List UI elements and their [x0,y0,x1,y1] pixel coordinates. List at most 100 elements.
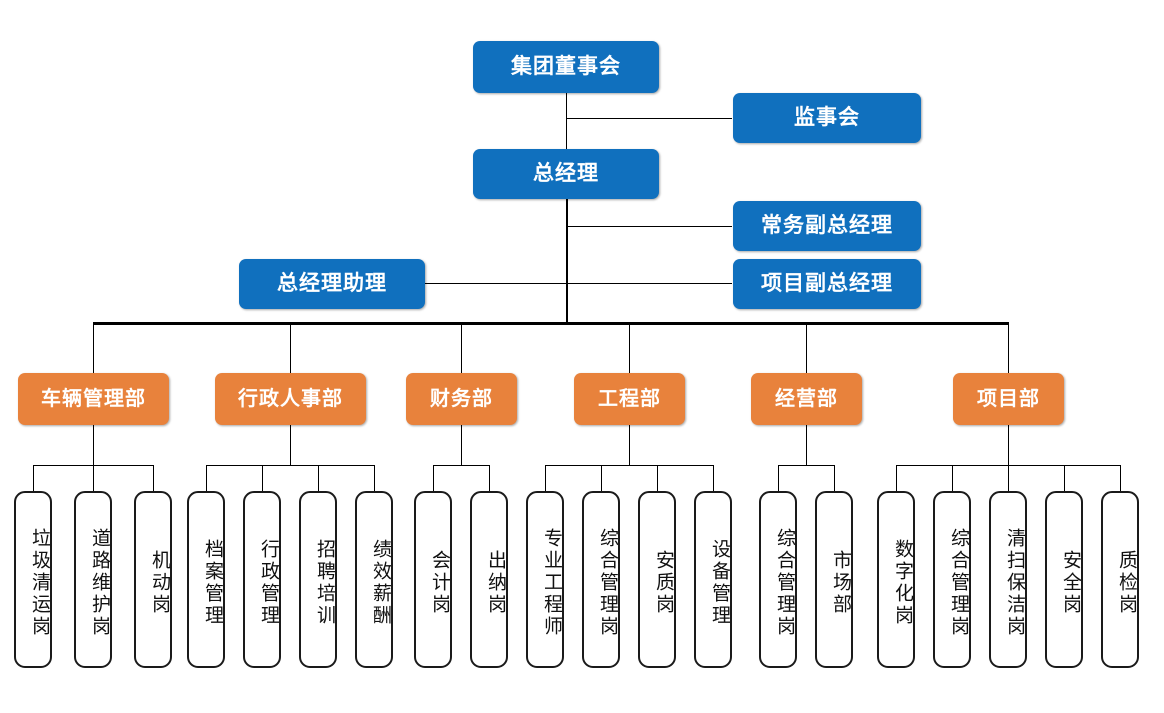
department-project[interactable]: 项目部 [953,373,1064,425]
position-box[interactable]: 清扫保洁岗 [989,491,1027,668]
position-box[interactable]: 专业工程师 [526,491,564,668]
position-label: 会计岗 [429,549,450,616]
node-executive-deputy-gm[interactable]: 常务副总经理 [733,201,921,251]
connector-leaf-drop [318,465,319,491]
position-box[interactable]: 档案管理 [187,491,225,668]
department-label: 财务部 [430,387,493,410]
position-label: 综合管理岗 [774,527,795,638]
department-label: 经营部 [775,387,838,410]
connector-board-to-supervisory [566,118,732,119]
connector-leaf-drop [1120,465,1121,491]
position-label: 市场部 [830,549,851,616]
connector-leaf-drop [952,465,953,491]
position-label: 设备管理 [709,538,730,627]
position-box[interactable]: 招聘培训 [299,491,337,668]
position-box[interactable]: 垃圾清运岗 [14,491,52,668]
connector-leaf-drop [33,465,34,491]
position-box[interactable]: 机动岗 [134,491,172,668]
position-label: 档案管理 [202,538,223,627]
sub-bus-dept-5 [778,465,834,466]
position-label: 安质岗 [653,549,674,616]
connector-leaf-drop [262,465,263,491]
connector-leaf-drop [657,465,658,491]
department-label: 项目部 [977,387,1040,410]
connector-leaf-drop [601,465,602,491]
position-label: 招聘培训 [314,538,335,627]
position-label: 道路维护岗 [89,527,110,638]
department-bus-line [93,322,1009,325]
connector-leaf-drop [93,465,94,491]
position-label: 行政管理 [258,538,279,627]
department-admin-hr[interactable]: 行政人事部 [215,373,366,425]
connector-board-to-gm [566,92,567,152]
connector-gm-assistant-to-gm [424,283,567,284]
connector-bus-to-dept-2 [290,322,291,373]
connector-leaf-drop [778,465,779,491]
position-label: 综合管理岗 [948,527,969,638]
connector-leaf-drop [489,465,490,491]
position-label: 清扫保洁岗 [1004,527,1025,638]
connector-dept-3-stem [461,425,462,465]
position-box[interactable]: 质检岗 [1101,491,1139,668]
connector-leaf-drop [206,465,207,491]
department-operations[interactable]: 经营部 [751,373,862,425]
position-box[interactable]: 综合管理岗 [582,491,620,668]
position-label: 绩效薪酬 [370,538,391,627]
connector-bus-to-dept-1 [93,322,94,373]
position-label: 质检岗 [1116,549,1137,616]
connector-bus-to-dept-4 [629,322,630,373]
node-general-manager[interactable]: 总经理 [473,149,659,199]
connector-leaf-drop [545,465,546,491]
node-label: 常务副总经理 [761,213,893,237]
node-gm-assistant[interactable]: 总经理助理 [239,259,425,309]
sub-bus-dept-4 [545,465,713,466]
position-box[interactable]: 会计岗 [414,491,452,668]
position-label: 垃圾清运岗 [29,527,50,638]
position-box[interactable]: 道路维护岗 [74,491,112,668]
position-box[interactable]: 市场部 [815,491,853,668]
position-box[interactable]: 综合管理岗 [933,491,971,668]
position-label: 综合管理岗 [597,527,618,638]
position-label: 安全岗 [1060,549,1081,616]
position-box[interactable]: 行政管理 [243,491,281,668]
position-box[interactable]: 数字化岗 [877,491,915,668]
department-label: 车辆管理部 [41,387,146,410]
sub-bus-dept-3 [433,465,489,466]
connector-bus-to-dept-3 [461,322,462,373]
connector-bus-to-dept-5 [806,322,807,373]
position-box[interactable]: 出纳岗 [470,491,508,668]
position-label: 专业工程师 [541,527,562,638]
connector-leaf-drop [1008,465,1009,491]
position-label: 数字化岗 [892,538,913,627]
connector-leaf-drop [834,465,835,491]
position-box[interactable]: 综合管理岗 [759,491,797,668]
node-label: 总经理 [533,161,599,185]
position-box[interactable]: 安质岗 [638,491,676,668]
position-box[interactable]: 设备管理 [694,491,732,668]
node-board-of-directors[interactable]: 集团董事会 [473,41,659,93]
connector-gm-to-bus [566,198,568,323]
position-label: 机动岗 [149,549,170,616]
connector-dept-6-stem [1008,425,1009,465]
department-vehicle-management[interactable]: 车辆管理部 [18,373,169,425]
department-finance[interactable]: 财务部 [406,373,517,425]
node-supervisory-board[interactable]: 监事会 [733,93,921,143]
node-project-deputy-gm[interactable]: 项目副总经理 [733,259,921,309]
node-label: 项目副总经理 [761,271,893,295]
connector-dept-4-stem [629,425,630,465]
connector-bus-to-dept-6 [1008,322,1009,373]
node-label: 集团董事会 [511,54,621,78]
connector-leaf-drop [153,465,154,491]
node-label: 监事会 [794,105,860,129]
connector-dept-5-stem [806,425,807,465]
connector-gm-to-exec-deputy [566,226,732,227]
position-box[interactable]: 绩效薪酬 [355,491,393,668]
department-engineering[interactable]: 工程部 [574,373,685,425]
department-label: 行政人事部 [238,387,343,410]
connector-leaf-drop [374,465,375,491]
connector-leaf-drop [433,465,434,491]
connector-dept-2-stem [290,425,291,465]
node-label: 总经理助理 [277,271,387,295]
position-box[interactable]: 安全岗 [1045,491,1083,668]
